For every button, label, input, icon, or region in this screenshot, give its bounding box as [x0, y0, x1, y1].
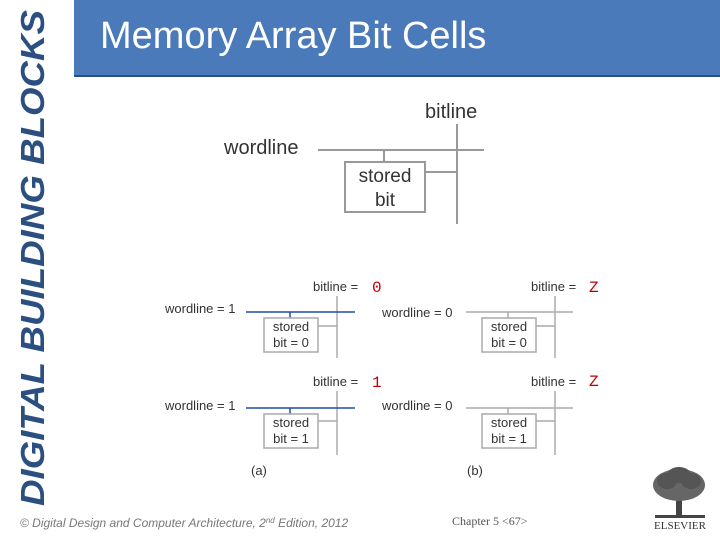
- bitline-label: bitline =: [313, 279, 358, 294]
- stored-label-line2: bit: [375, 190, 396, 211]
- stored-box: [263, 413, 319, 449]
- stored-label-line2: bit = 0: [491, 335, 527, 350]
- wordline-label: wordline = 0: [381, 305, 452, 320]
- generic-bit-cell: bitline wordline stored bit: [223, 101, 484, 224]
- copyright-suffix: Edition, 2012: [275, 516, 349, 530]
- slide-header: Memory Array Bit Cells: [74, 0, 720, 77]
- chapter-page-number: Chapter 5 <67>: [452, 514, 528, 528]
- copyright-prefix: © Digital Design and Computer Architectu…: [20, 516, 266, 530]
- cell-a-upper: bitline = 0 wordline = 1 stored bit = 0: [164, 279, 382, 358]
- bitline-value: 0: [372, 279, 382, 297]
- bitline-label: bitline =: [531, 374, 576, 389]
- stored-bit-box: [344, 161, 426, 213]
- wordline-label: wordline = 1: [164, 301, 235, 316]
- tree-icon: [653, 467, 705, 518]
- stored-box: [263, 317, 319, 353]
- stored-label-line2: bit = 0: [273, 335, 309, 350]
- stored-label-line2: bit = 1: [491, 431, 527, 446]
- bitline-label: bitline =: [531, 279, 576, 294]
- side-band: DIGITAL BUILDING BLOCKS: [0, 0, 74, 540]
- panel-a-caption: (a): [251, 463, 267, 478]
- wordline-label: wordline: [223, 137, 298, 159]
- stored-label-line1: stored: [359, 166, 412, 187]
- bitline-label: bitline =: [313, 374, 358, 389]
- bitline-value: Z: [589, 373, 599, 391]
- wordline-label: wordline = 0: [381, 398, 452, 413]
- copyright-sup: nd: [266, 516, 275, 525]
- bitline-label: bitline: [425, 101, 477, 123]
- footer-copyright: © Digital Design and Computer Architectu…: [20, 516, 348, 531]
- stored-label-line2: bit = 1: [273, 431, 309, 446]
- stored-label-line1: stored: [273, 319, 309, 334]
- elsevier-logo: ELSEVIER: [653, 467, 707, 532]
- side-title-text: DIGITAL BUILDING BLOCKS: [14, 10, 51, 506]
- cell-b-lower: bitline = Z wordline = 0 stored bit = 1: [381, 373, 599, 455]
- side-title: DIGITAL BUILDING BLOCKS: [14, 10, 51, 506]
- bitline-value: Z: [589, 279, 599, 297]
- cell-b-upper: bitline = Z wordline = 0 stored bit = 0: [381, 279, 599, 358]
- copyright-text: © Digital Design and Computer Architectu…: [20, 516, 348, 531]
- panel-b-caption: (b): [467, 463, 483, 478]
- stored-label-line1: stored: [491, 319, 527, 334]
- wordline-label: wordline = 1: [164, 398, 235, 413]
- page-title: Memory Array Bit Cells: [100, 15, 487, 57]
- cell-a-lower: bitline = 1 wordline = 1 stored bit = 1: [164, 374, 382, 455]
- stored-box: [481, 413, 537, 449]
- bitline-value: 1: [372, 374, 382, 392]
- elsevier-wordmark: ELSEVIER: [654, 520, 707, 532]
- stored-label-line1: stored: [491, 415, 527, 430]
- stored-box: [481, 317, 537, 353]
- stored-label-line1: stored: [273, 415, 309, 430]
